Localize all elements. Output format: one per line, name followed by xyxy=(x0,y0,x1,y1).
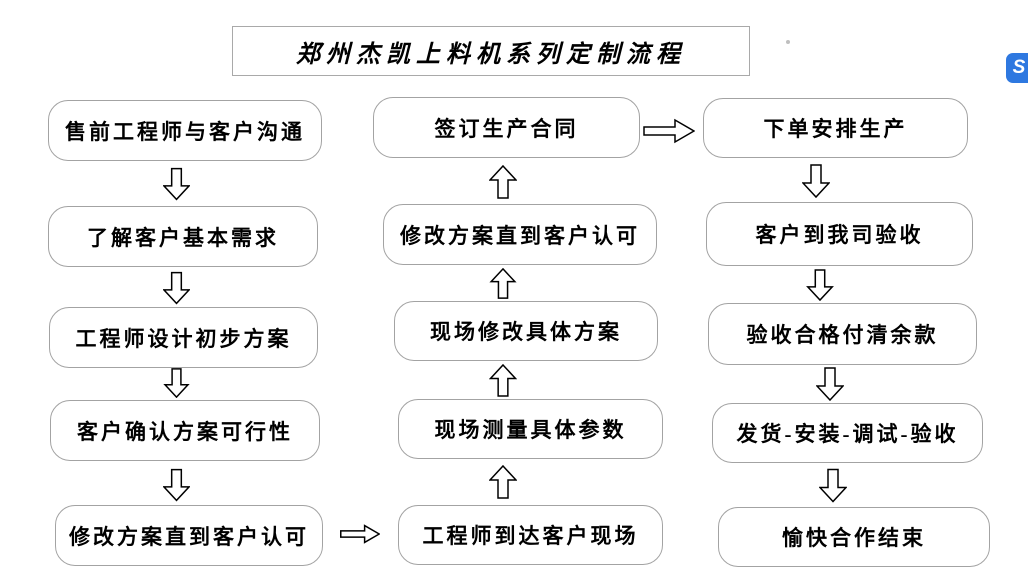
speck-artifact xyxy=(786,40,790,44)
node-place-order: 下单安排生产 xyxy=(703,98,968,158)
arrow-right-icon xyxy=(340,522,380,546)
node-customer-acceptance: 客户到我司验收 xyxy=(706,202,973,266)
arrow-down-icon xyxy=(802,162,830,200)
node-revise-until-approved-mid: 修改方案直到客户认可 xyxy=(383,204,657,265)
node-confirm-feasibility: 客户确认方案可行性 xyxy=(50,400,320,461)
node-initial-design: 工程师设计初步方案 xyxy=(49,307,318,368)
node-sign-contract: 签订生产合同 xyxy=(373,97,640,158)
arrow-down-icon xyxy=(819,466,847,505)
arrow-right-icon xyxy=(643,118,695,144)
arrow-down-icon xyxy=(806,269,834,301)
node-engineer-arrives-site: 工程师到达客户现场 xyxy=(398,505,663,565)
arrow-down-icon xyxy=(816,367,844,401)
customer-service-glyph: S xyxy=(1012,57,1026,78)
node-onsite-revise-plan: 现场修改具体方案 xyxy=(394,301,658,361)
node-onsite-measure-params: 现场测量具体参数 xyxy=(398,399,663,459)
node-understand-needs: 了解客户基本需求 xyxy=(48,206,318,267)
arrow-down-icon xyxy=(163,368,190,398)
arrow-up-icon xyxy=(489,163,517,201)
arrow-down-icon xyxy=(163,167,190,201)
node-presales-communication: 售前工程师与客户沟通 xyxy=(48,100,322,161)
page-title: 郑州杰凯上料机系列定制流程 xyxy=(232,26,750,76)
arrow-down-icon xyxy=(163,271,190,305)
node-cooperation-end: 愉快合作结束 xyxy=(718,507,990,567)
arrow-up-icon xyxy=(489,268,517,299)
node-pay-balance: 验收合格付清余款 xyxy=(708,303,977,365)
customer-service-icon[interactable]: S xyxy=(1006,53,1028,83)
arrow-up-icon xyxy=(489,364,517,397)
arrow-down-icon xyxy=(163,468,190,502)
arrow-up-icon xyxy=(489,462,517,502)
node-revise-until-approved-left: 修改方案直到客户认可 xyxy=(55,505,323,566)
node-ship-install-debug-accept: 发货-安装-调试-验收 xyxy=(712,403,983,463)
